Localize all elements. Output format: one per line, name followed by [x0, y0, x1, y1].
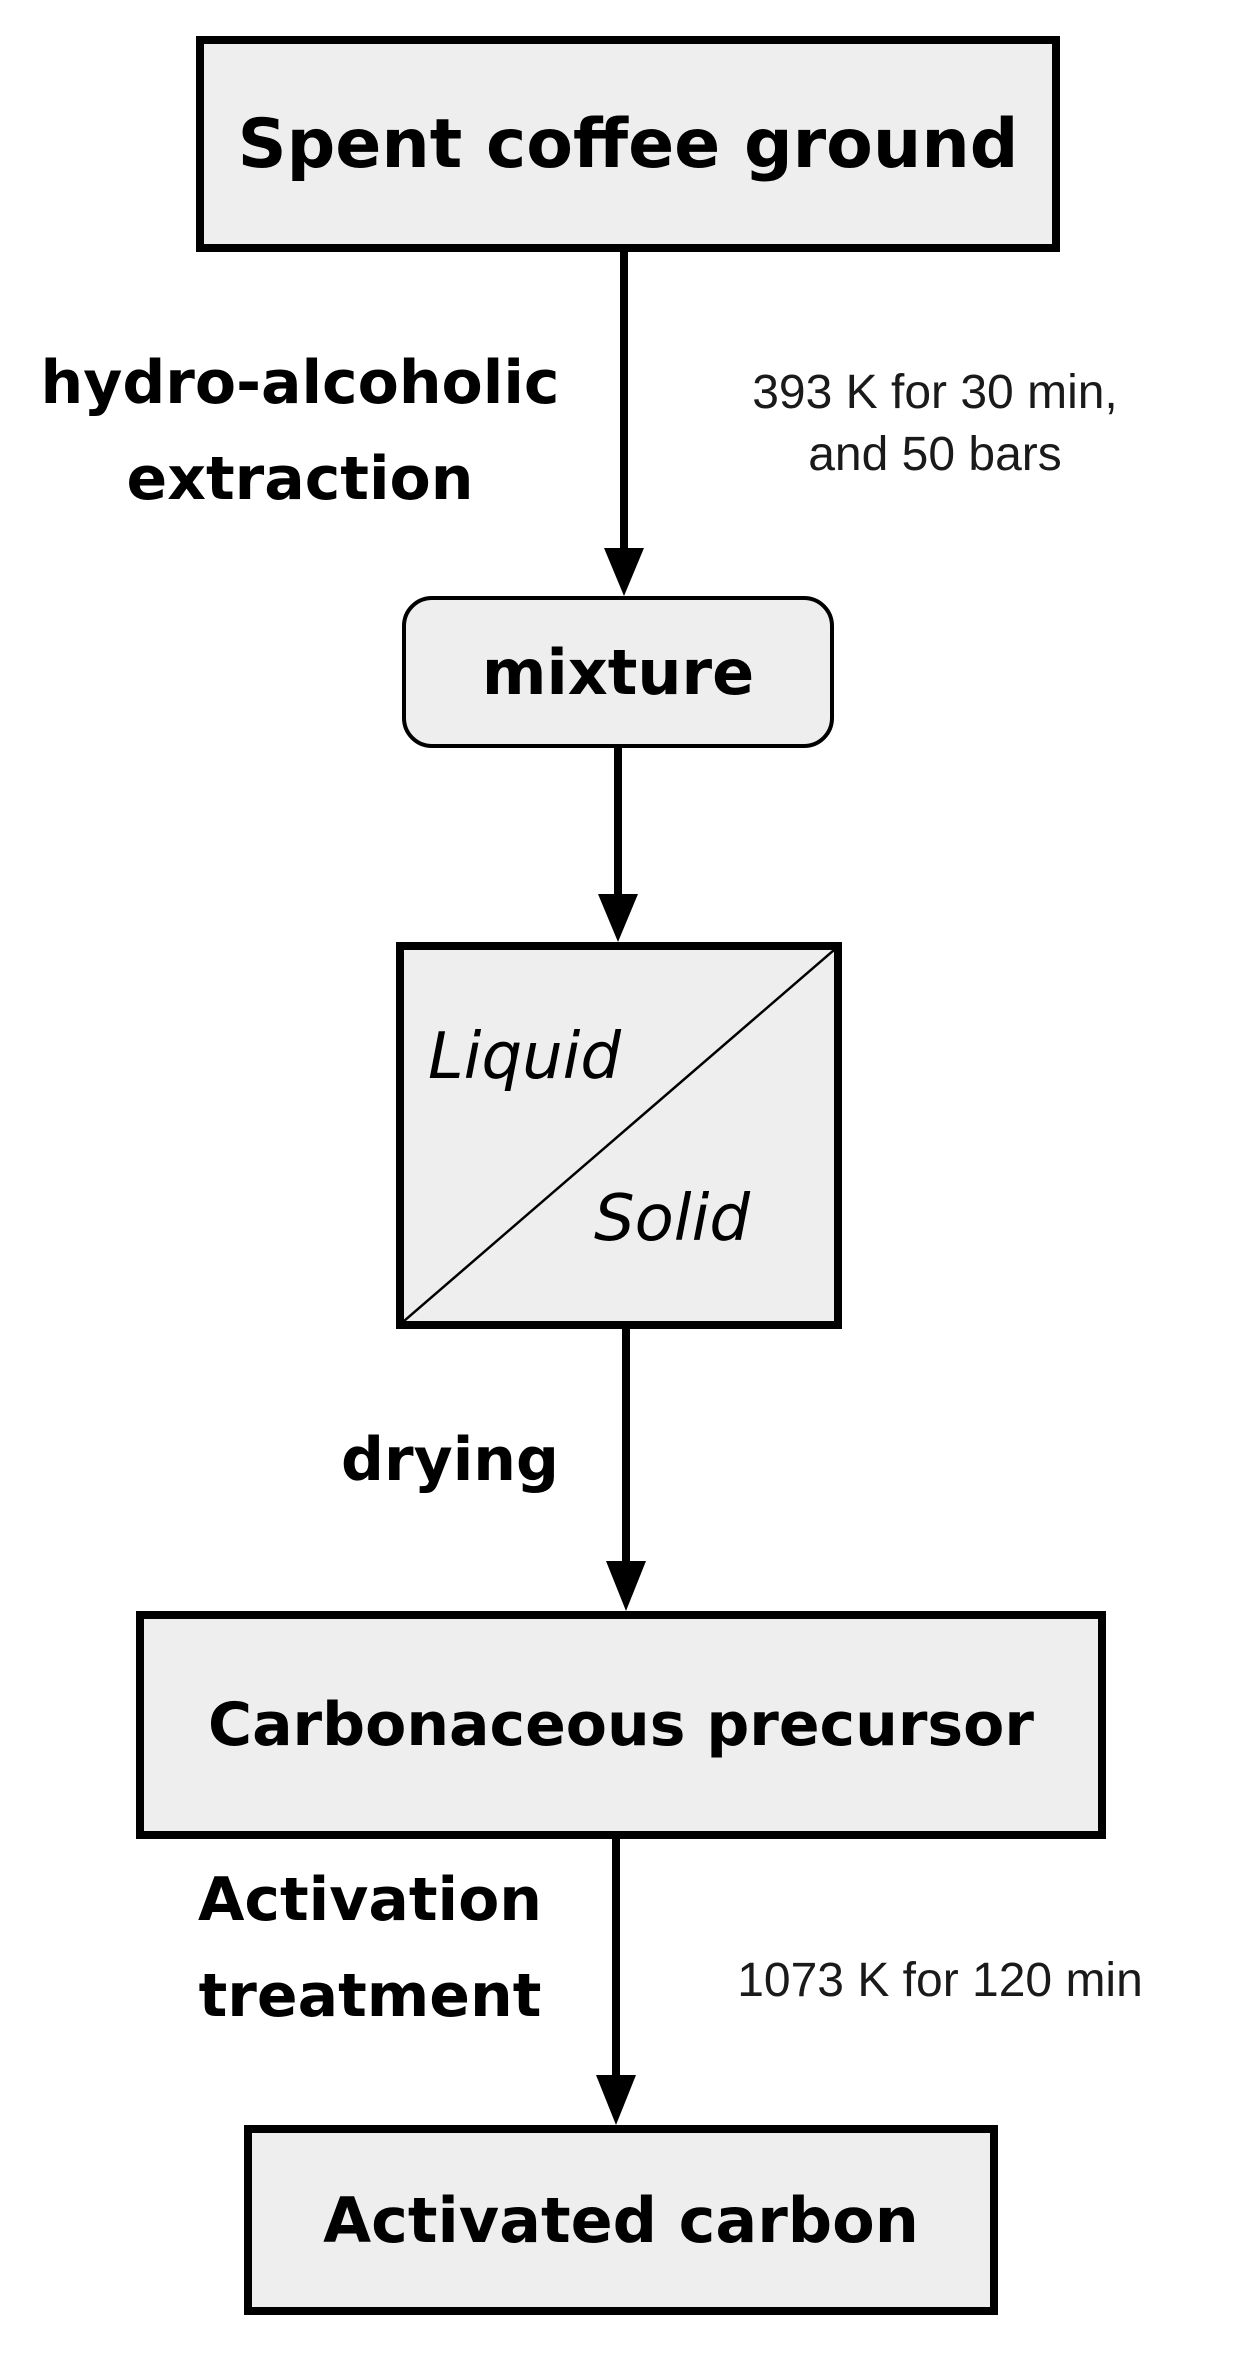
arrow-drying — [606, 1329, 646, 1611]
condition-extraction-line-2: and 50 bars — [808, 428, 1062, 481]
phase-solid-label: Solid — [594, 1182, 750, 1256]
step-label-activation-line-1: Activation — [197, 1865, 543, 1935]
node-carbonaceous-precursor-label: Carbonaceous precursor — [208, 1690, 1034, 1760]
node-carbonaceous-precursor: Carbonaceous precursor — [136, 1611, 1106, 1839]
node-activated-carbon-label: Activated carbon — [323, 2183, 919, 2257]
node-spent-coffee-ground-label: Spent coffee ground — [237, 104, 1019, 184]
separation-diagonal — [404, 950, 834, 1321]
node-liquid-solid-separation: Liquid Solid — [396, 942, 842, 1329]
arrow-activation — [596, 1839, 636, 2125]
step-label-extraction-line-2: extraction — [126, 444, 474, 514]
node-mixture-label: mixture — [481, 635, 755, 709]
phase-liquid-label: Liquid — [428, 1020, 622, 1094]
condition-activation: 1073 K for 120 min — [650, 1950, 1230, 2012]
step-label-extraction: hydro-alcoholic extraction — [20, 335, 580, 527]
arrow-extraction — [604, 252, 644, 596]
node-activated-carbon: Activated carbon — [244, 2125, 998, 2315]
step-label-extraction-line-1: hydro-alcoholic — [40, 348, 560, 418]
node-spent-coffee-ground: Spent coffee ground — [196, 36, 1060, 252]
step-label-drying: drying — [320, 1412, 580, 1508]
step-label-drying-text: drying — [341, 1425, 559, 1495]
step-label-activation: Activation treatment — [160, 1852, 580, 2044]
step-label-activation-line-2: treatment — [198, 1961, 542, 2031]
condition-extraction-line-1: 393 K for 30 min, — [752, 366, 1118, 419]
arrow-mixture-to-separation — [598, 748, 638, 942]
condition-extraction: 393 K for 30 min, and 50 bars — [660, 362, 1210, 486]
node-mixture: mixture — [402, 596, 834, 748]
condition-activation-text: 1073 K for 120 min — [737, 1954, 1143, 2007]
